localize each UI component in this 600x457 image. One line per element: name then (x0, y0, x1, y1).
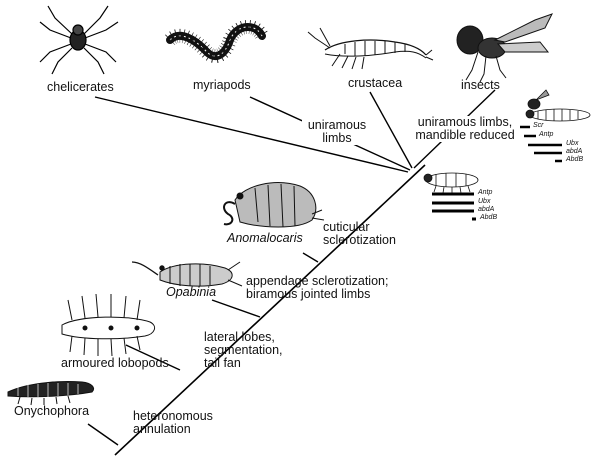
character-cuticular-sclerotization: cuticular sclerotization (323, 221, 396, 247)
label-chelicerates: chelicerates (47, 80, 114, 94)
branch-opabinia (211, 299, 261, 318)
hox-insect-abdb: AbdB (566, 156, 584, 163)
hox-insect-scr: Scr (533, 122, 544, 129)
label-crustacea: crustacea (348, 76, 403, 90)
centipede-icon (165, 20, 269, 64)
hox-insect-ubx: Ubx (566, 140, 579, 147)
character-heteronomous-annulation: heteronomous annulation (133, 410, 213, 436)
character-uniramous-line-1: uniramous (307, 118, 367, 132)
trunk (114, 164, 426, 456)
character-cuticular-line-1: cuticular (323, 220, 370, 234)
character-uniramous-line-2: limbs (322, 131, 352, 145)
label-opabinia: Opabinia (166, 285, 217, 299)
character-mandible-line-2: mandible reduced (415, 128, 515, 142)
character-appendage-line-2: biramous jointed limbs (246, 287, 371, 301)
shrimp-icon (307, 27, 434, 70)
character-lateral-line-1: lateral lobes, (204, 330, 275, 344)
branch-chelicerates (94, 96, 409, 173)
hox-bars-insect (519, 125, 562, 163)
character-uniramous-limbs: uniramous limbs (302, 119, 372, 145)
opabinia-icon (131, 261, 243, 287)
character-heteronomous-line-1: heteronomous (133, 409, 213, 423)
character-appendage-line-1: appendage sclerotization; (246, 274, 389, 288)
branch-crustacea (369, 91, 413, 169)
character-lateral-lobes: lateral lobes, segmentation, tail fan (204, 331, 283, 370)
label-insects: insects (461, 78, 500, 92)
fly-icon (456, 13, 554, 83)
branch-lobopods (125, 344, 181, 371)
spider-icon (39, 5, 119, 75)
hox-ony-abda: abdA (478, 206, 495, 213)
label-anomalocaris: Anomalocaris (227, 231, 303, 245)
character-mandible-line-1: uniramous limbs, (417, 115, 513, 129)
label-myriapods: myriapods (193, 78, 251, 92)
lobopod-icon (61, 293, 156, 357)
larva-icon (525, 108, 591, 122)
character-lateral-line-3: tail fan (204, 356, 241, 370)
hox-ony-ubx: Ubx (478, 198, 491, 205)
onychophoran-small-icon (423, 172, 479, 194)
branch-onychophora (87, 423, 119, 446)
character-heteronomous-line-2: annulation (133, 422, 191, 436)
label-armoured-lobopods: armoured lobopods (61, 356, 169, 370)
anomalocaris-icon (223, 182, 325, 228)
character-mandible-reduced: uniramous limbs, mandible reduced (410, 116, 520, 142)
hox-ony-abdb: AbdB (480, 214, 498, 221)
branch-anomalocaris (302, 252, 319, 263)
hox-insect-abda: abdA (566, 148, 583, 155)
character-cuticular-line-2: sclerotization (323, 233, 396, 247)
hox-insect-antp: Antp (539, 131, 554, 138)
hox-bars-onychophoran (432, 192, 476, 221)
character-lateral-line-2: segmentation, (204, 343, 283, 357)
character-appendage-sclerotization: appendage sclerotization; biramous joint… (246, 275, 388, 301)
label-onychophora: Onychophora (14, 404, 90, 418)
hox-ony-antp: Antp (478, 189, 493, 196)
small-fly-icon (527, 89, 550, 110)
velvet-worm-icon (7, 381, 95, 406)
